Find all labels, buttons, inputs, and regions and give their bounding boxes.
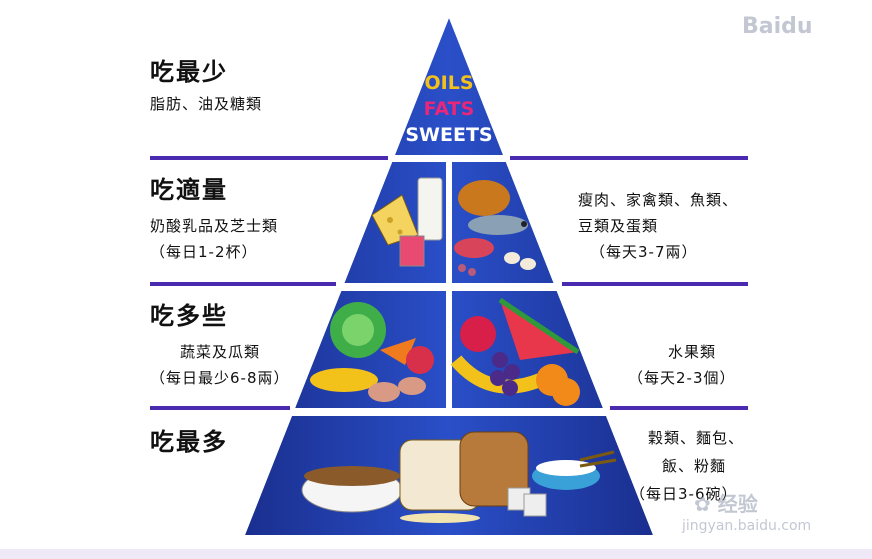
- level-bottom-right-line3: （每日3-6碗）: [630, 485, 738, 503]
- jingyan-url-watermark: jingyan.baidu.com: [682, 518, 812, 534]
- divider-2-right: [562, 282, 748, 286]
- level-second-right-line1: 瘦肉、家禽類、魚類、: [578, 191, 739, 209]
- divider-1-left: [150, 156, 388, 160]
- divider-3-left: [150, 406, 290, 410]
- level-second-left-line2: （每日1-2杯）: [150, 243, 258, 261]
- protein-illustration: [454, 180, 536, 276]
- level-second-left-line1: 奶酸乳品及芝士類: [150, 217, 279, 235]
- level-third-right-line2: （每天2-3個）: [628, 369, 736, 387]
- divider-3-right: [610, 406, 748, 410]
- divider-1-right: [510, 156, 748, 160]
- level-top-desc: 脂肪、油及糖類: [150, 95, 263, 113]
- apex-sweets-label: SWEETS: [405, 124, 493, 146]
- vegetables-illustration: [310, 302, 434, 402]
- baidu-watermark: Baidu: [742, 14, 813, 39]
- level-top-title: 吃最少: [150, 58, 228, 86]
- level-bottom-title: 吃最多: [150, 428, 228, 456]
- level-second-right-line3: （每天3-7兩）: [590, 243, 698, 261]
- baidu-paw-icon: ✿: [694, 492, 711, 516]
- level-second-right-line2: 豆類及蛋類: [578, 217, 659, 235]
- grains-illustration: [301, 431, 617, 523]
- level-third-left-line1: 蔬菜及瓜類: [180, 343, 261, 361]
- level-second-title: 吃適量: [150, 176, 228, 204]
- fruits-illustration: [450, 297, 580, 406]
- level-bottom-right-line1: 穀類、麵包、: [648, 429, 745, 447]
- level-bottom-right-line2: 飯、粉麵: [662, 457, 727, 475]
- level-third-title: 吃多些: [150, 302, 228, 330]
- level-third-left-line2: （每日最少6-8兩）: [150, 369, 290, 387]
- apex-fats-label: FATS: [423, 98, 475, 120]
- jingyan-watermark: ✿ 经验: [694, 492, 758, 516]
- apex-oils-label: OILS: [424, 72, 474, 94]
- dairy-illustration: [371, 177, 443, 267]
- bottom-band: [0, 549, 872, 559]
- level-third-right-line1: 水果類: [668, 343, 717, 361]
- divider-2-left: [150, 282, 336, 286]
